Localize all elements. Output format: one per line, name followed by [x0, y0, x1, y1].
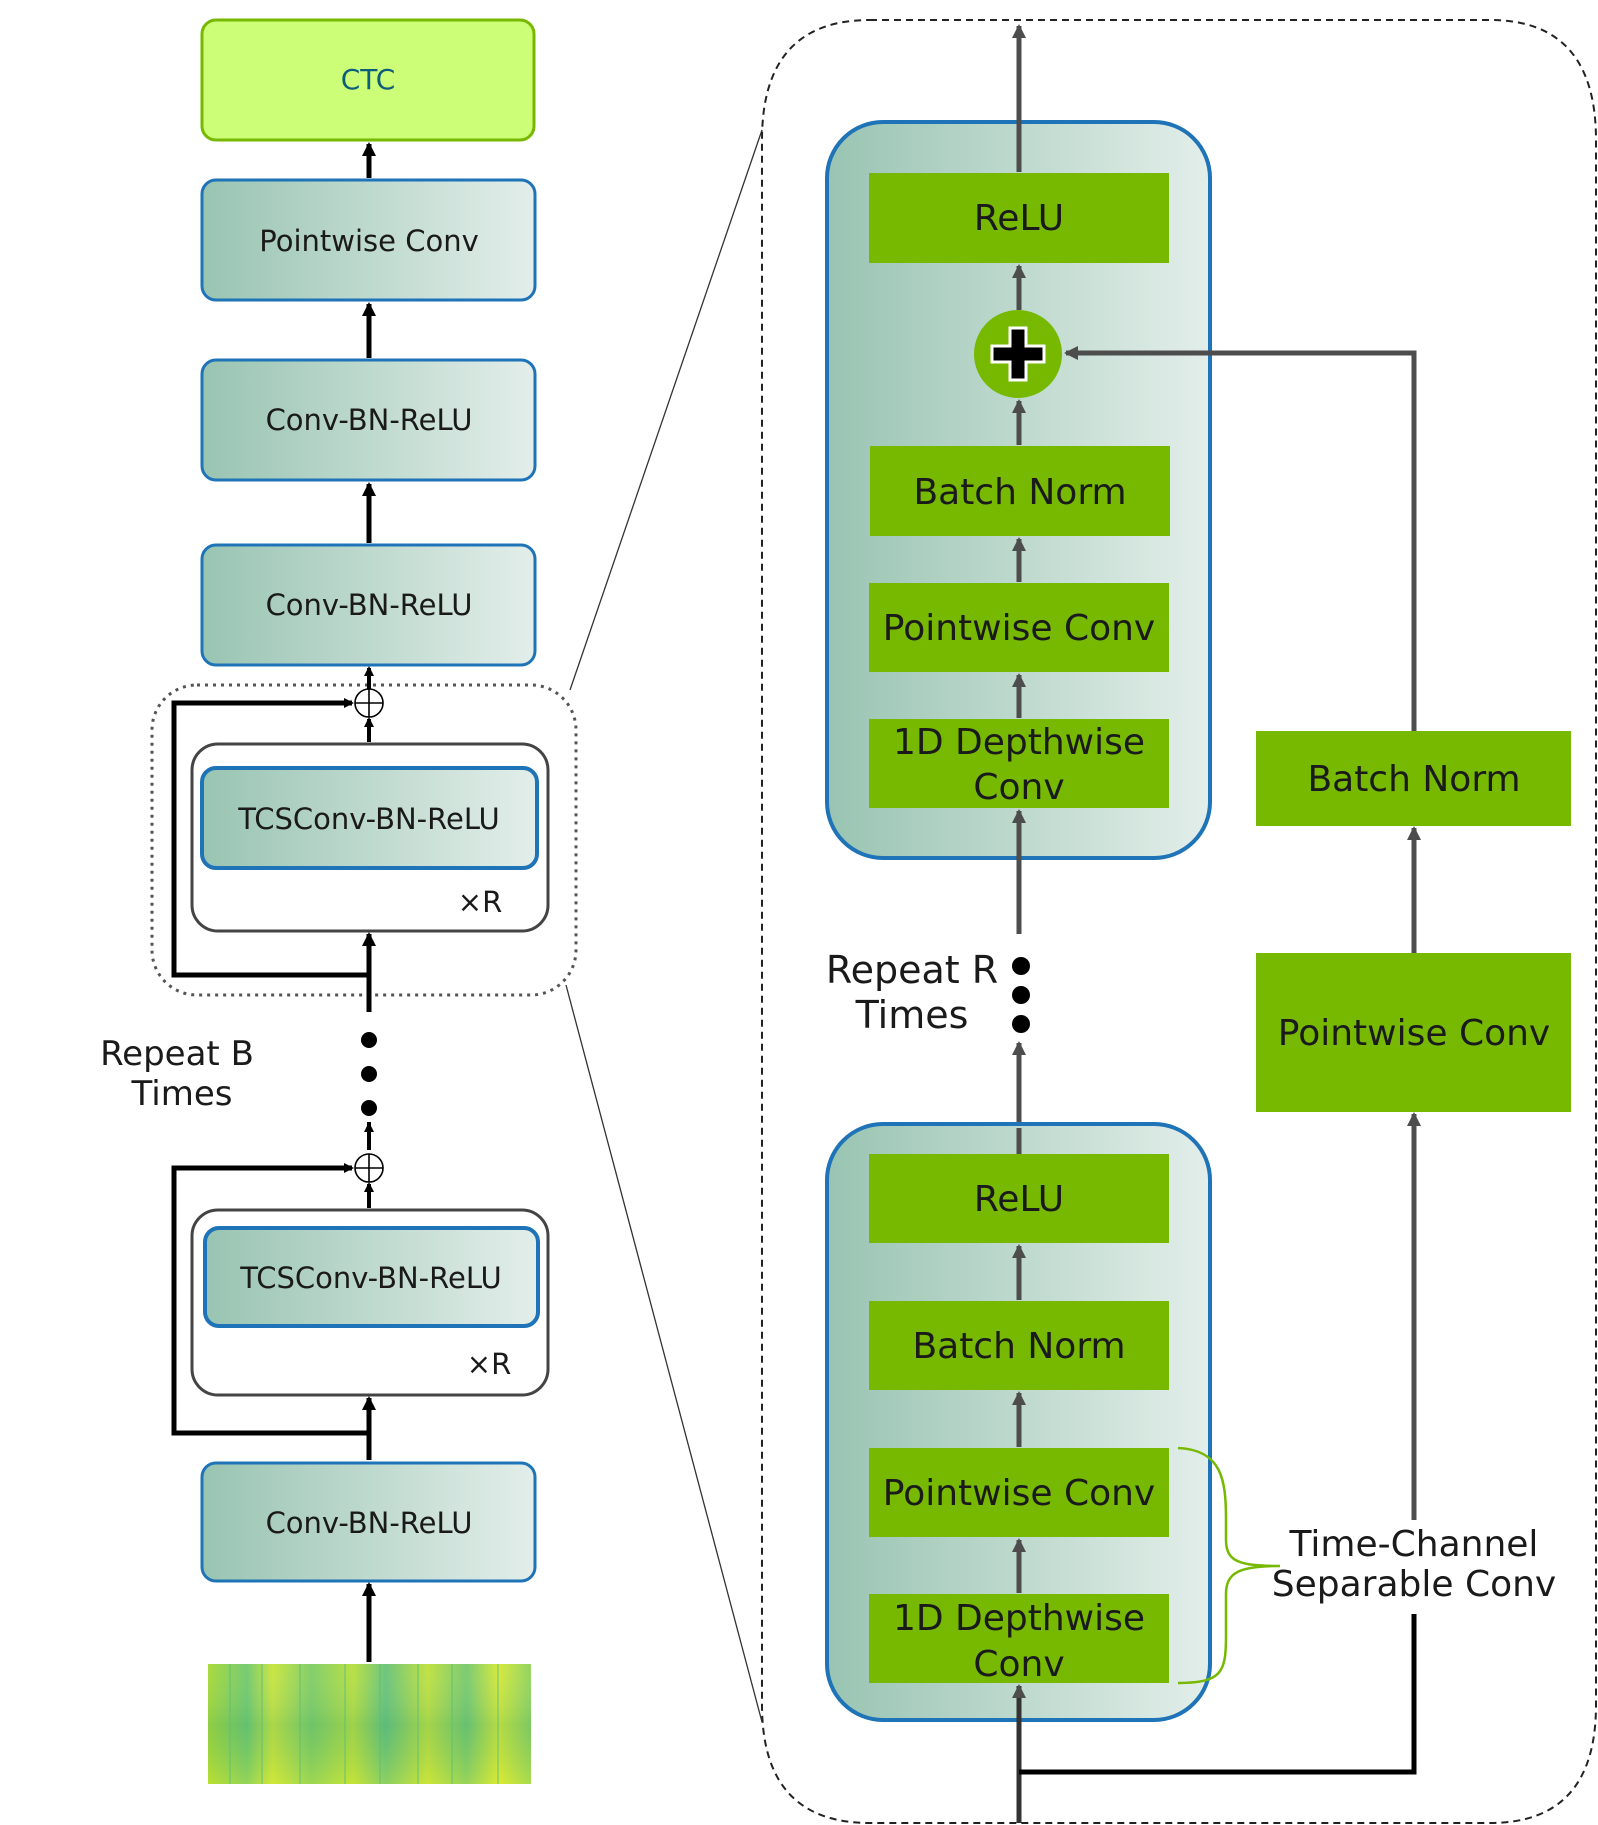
residual-connection-top: [171, 698, 369, 978]
depthwise-conv-bottom-label1: 1D Depthwise: [893, 1598, 1145, 1639]
depthwise-conv-bottom: [869, 1594, 1169, 1683]
batch-norm-top-label: Batch Norm: [913, 472, 1126, 513]
pointwise-conv-top: [869, 583, 1169, 672]
tcsconv-bn-relu-bottom: [203, 1226, 540, 1328]
plus-circle-icon: [974, 310, 1062, 398]
ellipsis-dots-icon: [1012, 957, 1030, 1033]
tcsconv-bn-relu-bottom-label: TCSConv-BN-ReLU: [239, 1261, 502, 1295]
pointwise-conv-block: [200, 178, 537, 302]
depthwise-conv-top-label1: 1D Depthwise: [893, 722, 1145, 763]
pointwise-conv-bottom-label: Pointwise Conv: [883, 1473, 1155, 1514]
pointwise-conv-top-label: Pointwise Conv: [883, 608, 1155, 649]
repeat-b-label-line2: Times: [131, 1074, 233, 1114]
conv-bn-relu-bottom-label: Conv-BN-ReLU: [266, 1506, 473, 1540]
depthwise-conv-top: [869, 719, 1169, 808]
pointwise-conv-residual: [1256, 953, 1571, 1112]
ctc-block: [200, 18, 536, 142]
conv-bn-relu-top1-label: Conv-BN-ReLU: [266, 588, 473, 622]
pointwise-conv-residual-label: Pointwise Conv: [1278, 1013, 1550, 1054]
batch-norm-residual-label: Batch Norm: [1307, 759, 1520, 800]
zoom-line-bottom: [565, 984, 763, 1723]
tcs-label-bg: [1282, 1520, 1544, 1608]
batch-norm-top: [870, 446, 1170, 536]
tcs-bracket: [1177, 1446, 1281, 1685]
depthwise-conv-bottom-label2: Conv: [973, 1644, 1064, 1685]
zoom-line-top: [569, 129, 763, 691]
depthwise-conv-top-label2: Conv: [973, 767, 1064, 808]
conv-bn-relu-top2: [200, 358, 537, 482]
tcs-label-line2: Separable Conv: [1272, 1564, 1557, 1605]
zoom-group-outline: [150, 683, 578, 997]
repeat-r-label-line2: Times: [855, 993, 969, 1037]
pointwise-conv-bottom: [869, 1448, 1169, 1537]
residual-connection-bottom: [171, 1163, 369, 1436]
relu-bottom: [869, 1154, 1169, 1243]
residual-path-input: [1019, 1614, 1417, 1775]
spectrogram-icon: [208, 1664, 531, 1784]
conv-bn-relu-top1: [200, 543, 537, 667]
xr-top-label: ×R: [458, 885, 502, 919]
batch-norm-residual: [1256, 731, 1571, 826]
tcsconv-bn-relu-top: [200, 766, 539, 870]
conv-bn-relu-top2-label: Conv-BN-ReLU: [266, 403, 473, 437]
repeat-r-label-line1: Repeat R: [826, 948, 998, 992]
detail-panel-outline: [761, 19, 1597, 1824]
relu-bottom-label: ReLU: [974, 1179, 1064, 1220]
batch-norm-bottom-label: Batch Norm: [912, 1326, 1125, 1367]
conv-bn-relu-bottom: [200, 1461, 537, 1583]
tcs-label-line1: Time-Channel: [1289, 1524, 1539, 1565]
xr-bottom-label: ×R: [467, 1347, 511, 1381]
repeat-b-label-line1: Repeat B: [100, 1034, 254, 1074]
relu-top-label: ReLU: [974, 198, 1064, 239]
relu-top: [869, 173, 1169, 263]
pointwise-conv-label: Pointwise Conv: [259, 224, 478, 258]
residual-path-to-add: [1064, 346, 1417, 731]
ctc-label: CTC: [341, 63, 396, 96]
batch-norm-bottom: [869, 1301, 1169, 1390]
ellipsis-dots-icon: [361, 1032, 377, 1116]
tcsconv-bn-relu-top-label: TCSConv-BN-ReLU: [237, 802, 500, 836]
